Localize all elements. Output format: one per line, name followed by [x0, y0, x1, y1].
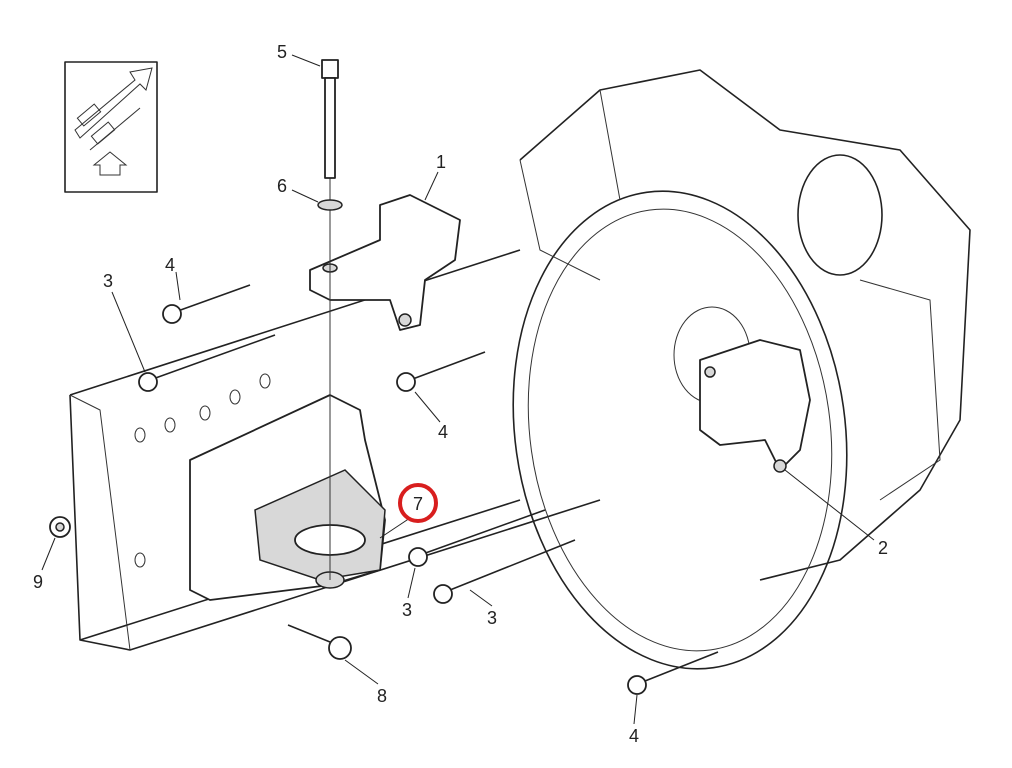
highlight-ring [398, 483, 438, 523]
bolt-4-lower [627, 651, 719, 695]
callout-9[interactable]: 9 [33, 572, 43, 592]
transmission-mount [189, 394, 386, 601]
bolt-4-upper [162, 284, 251, 324]
bolt-3-upper [138, 334, 276, 392]
bolt-8 [287, 624, 352, 660]
callout-3-lower-b[interactable]: 3 [487, 608, 497, 628]
callout-7[interactable]: 7 [413, 494, 423, 514]
orientation-inset-icon [64, 61, 158, 193]
callout-2[interactable]: 2 [878, 538, 888, 558]
callout-3-lower-a[interactable]: 3 [402, 600, 412, 620]
callout-6[interactable]: 6 [277, 176, 287, 196]
transmission-housing [512, 69, 971, 670]
callout-3-upper[interactable]: 3 [103, 271, 113, 291]
washer-6 [317, 199, 343, 211]
bolt-3-lower-b [433, 539, 576, 604]
bolt-3-lower-a [408, 509, 546, 567]
callout-4-middle[interactable]: 4 [438, 422, 448, 442]
callout-1[interactable]: 1 [436, 152, 446, 172]
bolt-5 [321, 59, 339, 179]
nut-9 [49, 516, 71, 538]
bolt-4-middle [396, 351, 486, 392]
callout-8[interactable]: 8 [377, 686, 387, 706]
transmission-bracket [699, 339, 811, 473]
callout-4-upper[interactable]: 4 [165, 255, 175, 275]
callout-4-lower[interactable]: 4 [629, 726, 639, 746]
leader-lines [41, 54, 875, 725]
callout-5[interactable]: 5 [277, 42, 287, 62]
